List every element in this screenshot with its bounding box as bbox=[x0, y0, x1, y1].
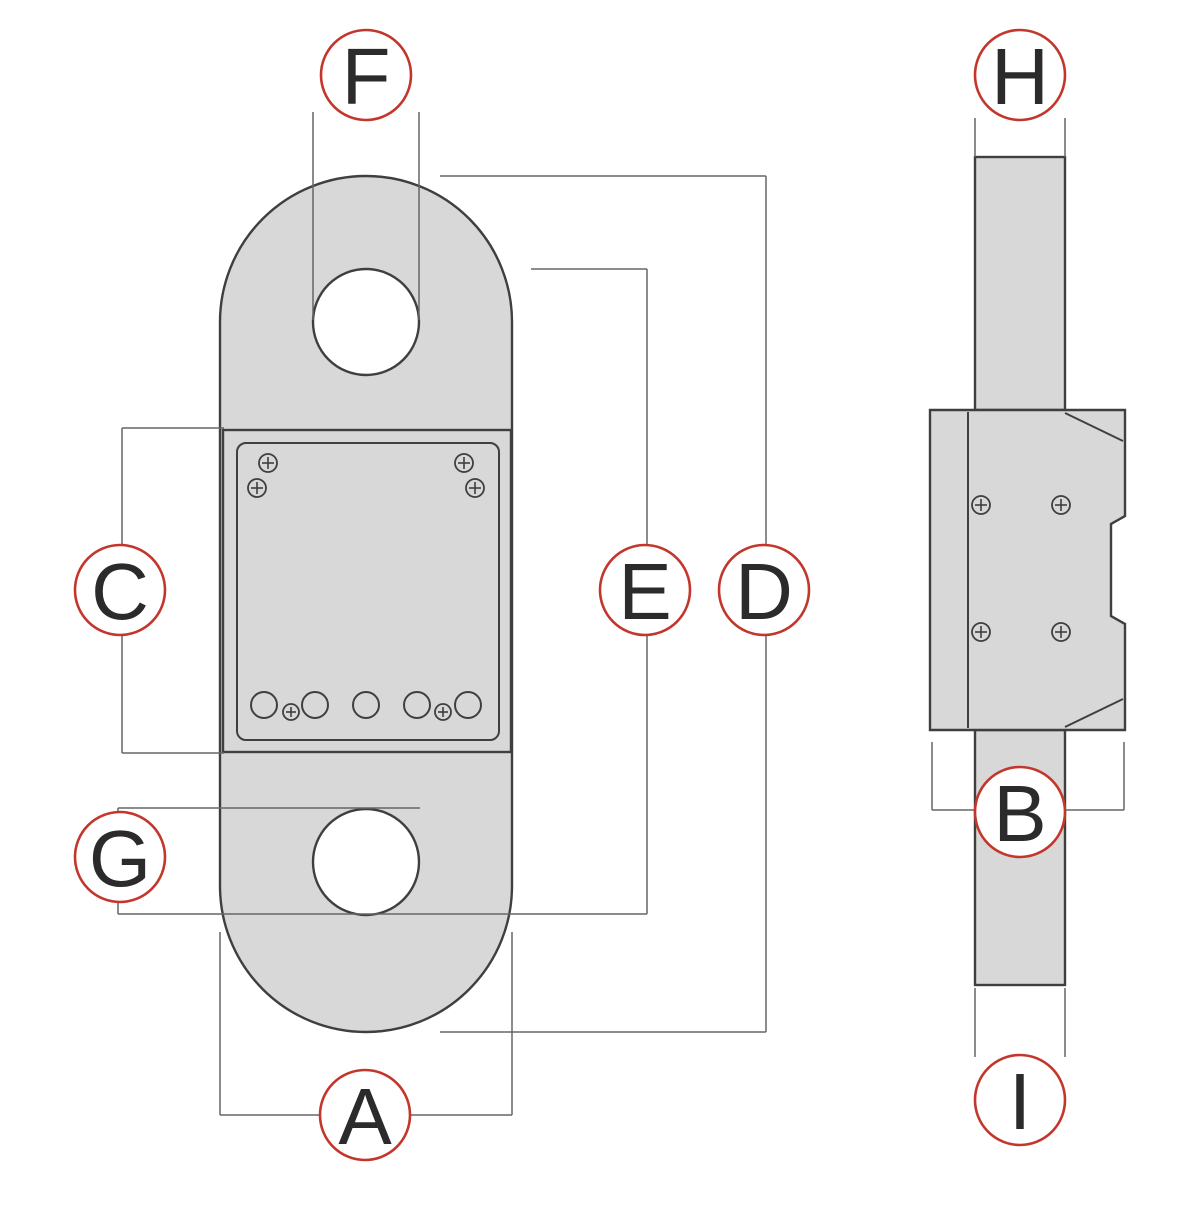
dim-label-i-circle bbox=[973, 1053, 1067, 1147]
dim-label-b-text: B bbox=[993, 769, 1046, 858]
dim-label-g: G bbox=[73, 810, 167, 904]
phillips-screw bbox=[454, 453, 474, 473]
dim-label-a-text: A bbox=[338, 1072, 392, 1161]
phillips-screw bbox=[465, 478, 485, 498]
dim-label-d-circle bbox=[717, 543, 811, 637]
front-view bbox=[218, 174, 514, 1034]
dim-label-c: C bbox=[73, 543, 167, 637]
dim-label-c-circle bbox=[73, 543, 167, 637]
dim-label-i-text: I bbox=[1009, 1057, 1031, 1146]
dim-label-g-text: G bbox=[89, 814, 151, 903]
dim-label-b: B bbox=[973, 765, 1067, 859]
dim-label-h-text: H bbox=[991, 32, 1049, 121]
phillips-screw bbox=[1051, 622, 1071, 642]
dim-label-f-circle bbox=[319, 28, 413, 122]
dim-label-a-circle bbox=[318, 1068, 412, 1162]
housing-panel-inner bbox=[236, 442, 500, 741]
dim-label-d: D bbox=[717, 543, 811, 637]
side-view bbox=[928, 155, 1127, 987]
dim-label-c-text: C bbox=[91, 547, 149, 636]
dim-label-h-circle bbox=[973, 28, 1067, 122]
dim-label-b-circle bbox=[973, 765, 1067, 859]
side-housing-block bbox=[928, 408, 1127, 732]
dim-label-g-circle bbox=[73, 810, 167, 904]
phillips-screw bbox=[258, 453, 278, 473]
dim-label-a: A bbox=[318, 1068, 412, 1162]
dim-label-f-text: F bbox=[342, 32, 391, 121]
side-housing-chamfer-top bbox=[1064, 412, 1124, 442]
dim-label-f: F bbox=[319, 28, 413, 122]
phillips-screw bbox=[1051, 495, 1071, 515]
dim-label-e-circle bbox=[598, 543, 692, 637]
phillips-screw bbox=[971, 622, 991, 642]
dim-label-e-text: E bbox=[618, 547, 671, 636]
connector-port bbox=[403, 691, 431, 719]
phillips-screw bbox=[282, 703, 300, 721]
top-shackle-hole bbox=[311, 267, 421, 377]
dim-label-e: E bbox=[598, 543, 692, 637]
phillips-screw bbox=[247, 478, 267, 498]
dim-label-i: I bbox=[973, 1053, 1067, 1147]
connector-port bbox=[352, 691, 380, 719]
connector-port bbox=[301, 691, 329, 719]
connector-port bbox=[454, 691, 482, 719]
dim-label-h: H bbox=[973, 28, 1067, 122]
side-housing-chamfer-bottom bbox=[1064, 698, 1124, 728]
dimension-labels: F C E D G A H bbox=[73, 28, 1067, 1162]
dim-label-d-text: D bbox=[735, 547, 793, 636]
connector-port bbox=[250, 691, 278, 719]
phillips-screw bbox=[434, 703, 452, 721]
phillips-screw bbox=[971, 495, 991, 515]
side-top-bar bbox=[973, 155, 1067, 412]
bottom-shackle-hole bbox=[311, 807, 421, 917]
